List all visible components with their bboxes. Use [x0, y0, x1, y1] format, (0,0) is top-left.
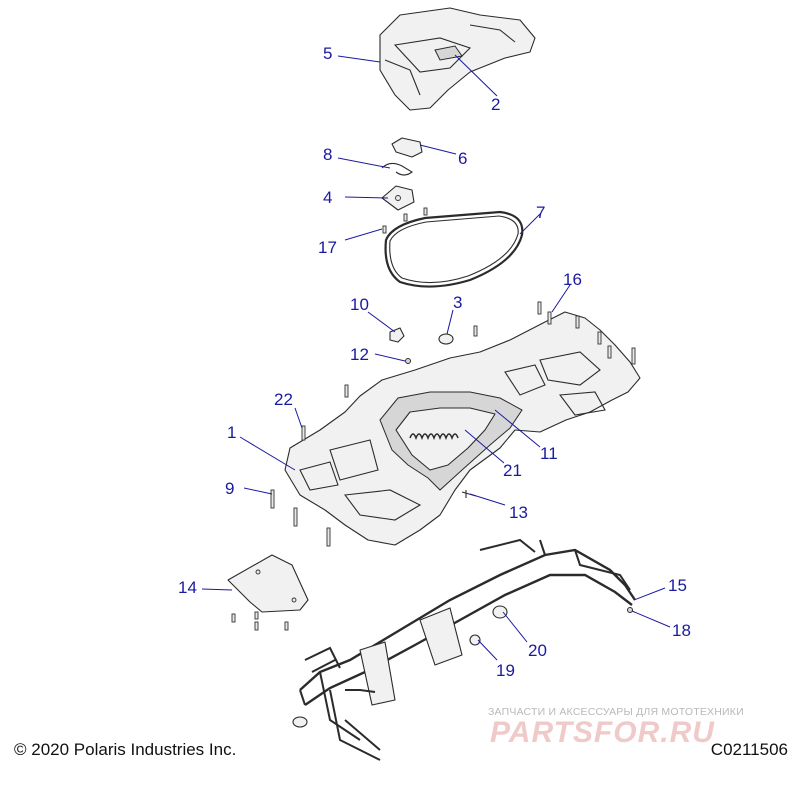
leader-lines — [201, 54, 671, 661]
callout-16: 16 — [563, 270, 582, 289]
seal-gasket — [384, 210, 524, 288]
callout-7: 7 — [536, 203, 545, 222]
callout-22: 22 — [274, 390, 293, 409]
callout-6: 6 — [458, 149, 467, 168]
spring — [409, 433, 459, 441]
rack-frame — [292, 538, 636, 761]
callout-12: 12 — [350, 345, 369, 364]
callout-18: 18 — [672, 621, 691, 640]
bolt-group-17 — [382, 207, 428, 234]
callout-20: 20 — [528, 641, 547, 660]
cover-plate — [227, 554, 309, 631]
callout-17: 17 — [318, 238, 337, 257]
callout-1: 1 — [227, 423, 236, 442]
callout-8: 8 — [323, 145, 332, 164]
callout-9: 9 — [225, 479, 234, 498]
callout-11: 11 — [540, 444, 558, 463]
callout-labels: 1 2 3 4 5 6 7 8 9 10 11 12 13 14 15 16 1… — [178, 44, 691, 680]
callout-19: 19 — [496, 661, 515, 680]
watermark-subtitle: ЗАПЧАСТИ И АКСЕССУАРЫ ДЛЯ МОТОТЕХНИКИ — [488, 706, 744, 718]
figure-code: C0211506 — [710, 740, 788, 759]
callout-13: 13 — [509, 503, 528, 522]
latch-assembly — [381, 137, 423, 176]
callout-15: 15 — [668, 576, 687, 595]
storage-lid-cover — [379, 7, 536, 111]
rear-rack-body — [284, 311, 641, 546]
watermark-logo: PARTSFOR.RU — [490, 716, 715, 749]
callout-2: 2 — [491, 95, 500, 114]
latch-plate — [381, 185, 415, 211]
callout-3: 3 — [453, 293, 462, 312]
callout-4: 4 — [323, 188, 332, 207]
callout-5: 5 — [323, 44, 332, 63]
pin — [461, 490, 477, 498]
body-bolts — [270, 301, 636, 547]
small-hardware — [389, 327, 454, 364]
copyright-notice: © 2020 Polaris Industries Inc. — [14, 740, 237, 759]
callout-14: 14 — [178, 578, 197, 597]
callout-21: 21 — [503, 461, 522, 480]
callout-10: 10 — [350, 295, 369, 314]
